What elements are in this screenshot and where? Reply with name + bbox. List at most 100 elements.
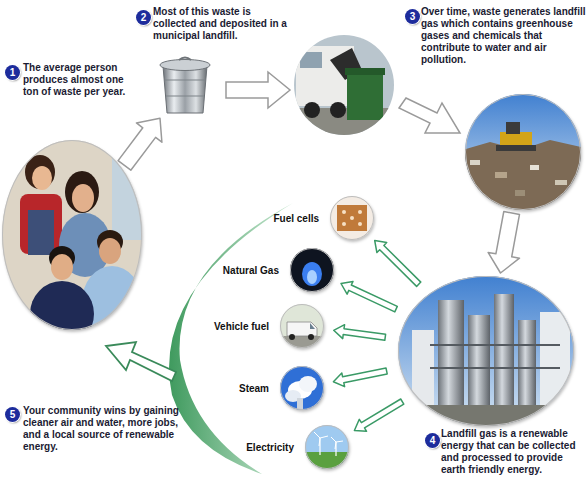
truck-photo	[330, 102, 346, 118]
truck-photo	[345, 68, 385, 75]
plant-photo	[518, 320, 536, 410]
energy-label: Vehicle fuel	[183, 321, 269, 333]
landfill-photo	[462, 92, 585, 215]
truck-photo	[347, 72, 383, 120]
wind-turbine-photo	[331, 437, 343, 449]
gas-flame-photo	[307, 270, 317, 284]
flow-arrow	[118, 118, 162, 170]
landfill-photo	[462, 92, 584, 214]
step-text: Landfill gas is a renewable energy that …	[441, 428, 587, 476]
plant-photo	[430, 344, 560, 346]
gas-flame-photo	[302, 262, 322, 286]
energy-label: Steam	[183, 383, 269, 395]
step-text: Most of this waste is collected and depo…	[153, 6, 293, 42]
fuel-cell-photo	[342, 210, 346, 214]
plant-photo	[494, 294, 514, 410]
family-photo	[20, 194, 62, 254]
family-photo	[30, 281, 94, 347]
truck-photo	[300, 52, 322, 68]
flow-arrow	[333, 368, 387, 387]
family-photo	[25, 155, 55, 189]
plant-photo	[540, 312, 570, 410]
landfill-photo	[530, 165, 539, 170]
energy-circle: Electricity	[305, 425, 349, 469]
truck-photo	[290, 30, 400, 140]
callout-number: 3	[405, 9, 420, 24]
trash-can	[166, 96, 204, 97]
flow-arrow	[375, 241, 421, 287]
family-photo-circle: 1The average person produces almost one …	[2, 140, 142, 330]
wind-turbine-photo	[303, 423, 351, 471]
plant-photo	[396, 274, 578, 428]
gas-flame-photo	[288, 246, 336, 294]
family-photo	[32, 166, 52, 190]
gas-flame-photo	[288, 246, 336, 294]
family-photo	[28, 210, 54, 255]
steam-photo	[299, 376, 317, 392]
truck-photo	[290, 30, 400, 140]
flow-arrow	[341, 281, 397, 312]
family-photo	[112, 150, 146, 240]
van-photo	[308, 334, 314, 340]
plant-photo	[468, 315, 490, 410]
steam-photo	[278, 364, 326, 412]
energy-circle: Steam	[280, 366, 324, 410]
step-text: Your community wins by gaining cleaner a…	[23, 405, 185, 453]
fuel-cell-photo	[328, 194, 376, 242]
return-arrow	[106, 342, 176, 381]
family-photo	[51, 254, 73, 280]
flow-arrow	[226, 72, 460, 133]
flow-arrow	[354, 399, 403, 431]
plant-photo-circle: 4Landfill gas is a renewable energy that…	[398, 276, 574, 426]
landfill-photo	[462, 140, 585, 215]
truck-photo	[304, 102, 320, 118]
plant-photo	[412, 330, 434, 410]
landfill-photo	[495, 172, 507, 178]
van-photo	[287, 322, 317, 336]
fuel-cell-photo	[342, 222, 346, 226]
van-photo	[278, 302, 326, 350]
landfill-photo	[506, 122, 520, 134]
family-photo	[72, 184, 94, 212]
family-photo	[99, 238, 121, 264]
wind-turbine-photo	[303, 423, 351, 471]
energy-circle: Fuel cells	[330, 196, 374, 240]
fuel-cell-photo	[358, 210, 362, 214]
steam-photo	[278, 364, 326, 412]
callout-number: 1	[5, 65, 20, 80]
energy-label: Fuel cells	[233, 213, 319, 225]
trash-can	[160, 60, 210, 71]
landfill-photo	[496, 145, 536, 151]
landfill-photo	[555, 180, 567, 185]
plant-photo	[438, 300, 464, 410]
landfill-photo	[470, 160, 480, 165]
flow-arrow	[334, 325, 386, 341]
step-text: The average person produces almost one t…	[23, 62, 131, 98]
energy-circle: Vehicle fuel	[280, 304, 324, 348]
wind-turbine-photo	[314, 432, 328, 446]
callout-number: 4	[425, 433, 440, 448]
van-photo	[278, 302, 326, 350]
return-band	[169, 203, 293, 474]
energy-label: Natural Gas	[193, 265, 279, 277]
landfill-photo-circle: 3Over time, waste generates landfill gas…	[465, 94, 581, 210]
family-photo	[65, 171, 99, 213]
van-photo	[289, 334, 295, 340]
trash-can	[165, 80, 205, 81]
landfill-photo	[500, 132, 532, 146]
fuel-cell-photo	[350, 216, 354, 220]
callout-number: 5	[5, 407, 20, 422]
fuel-cell-photo	[328, 194, 376, 242]
energy-circle: Natural Gas	[290, 248, 334, 292]
van-photo	[310, 323, 315, 329]
family-photo	[0, 138, 146, 347]
flow-arrow	[399, 98, 460, 133]
energy-label: Electricity	[208, 442, 294, 454]
fuel-cell-photo	[358, 222, 362, 226]
fuel-cell-photo	[337, 205, 367, 231]
trash-can	[179, 58, 191, 61]
trash-can-node: 2Most of this waste is collected and dep…	[155, 55, 215, 115]
landfill-photo	[515, 190, 525, 196]
flow-arrow	[488, 212, 519, 274]
